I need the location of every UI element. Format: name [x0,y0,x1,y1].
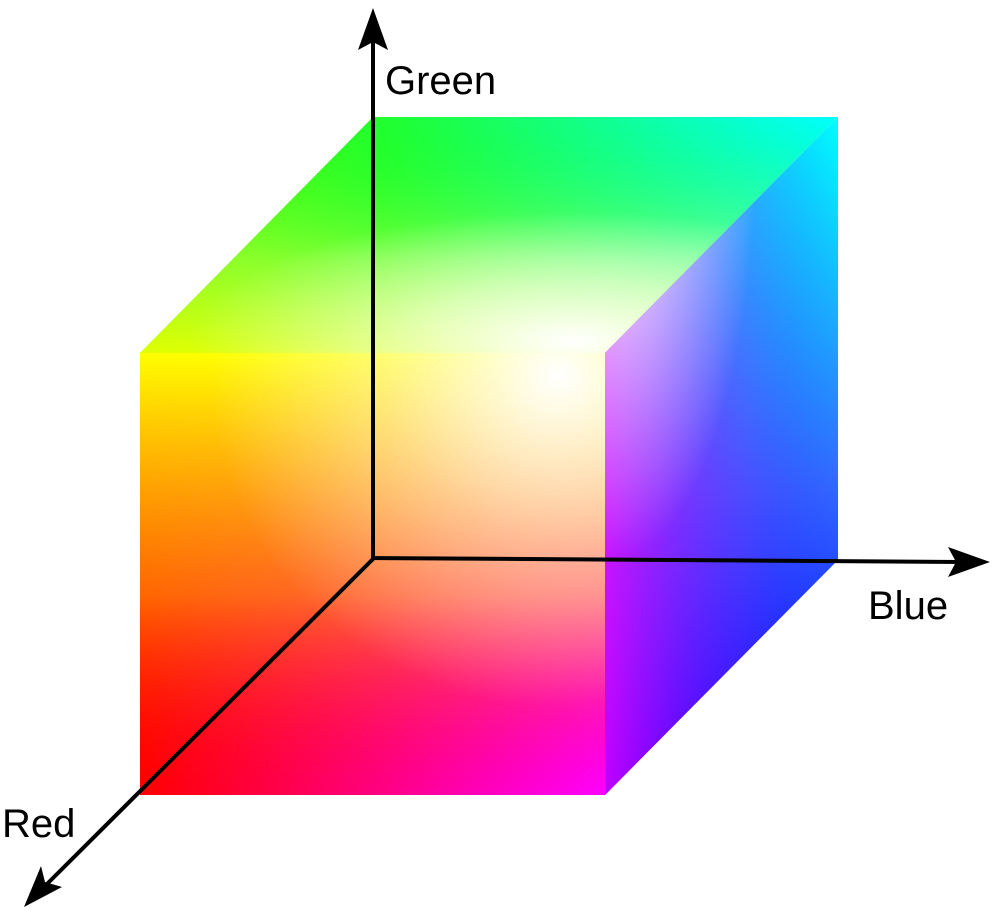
cube-top-face-highlight [140,117,838,353]
cube-right-face-highlight [605,117,838,795]
red-axis-label: Red [2,802,75,846]
green-axis-label: Green [385,59,496,103]
red-axis-arrow-icon [24,866,62,907]
green-axis-arrow-icon [358,8,388,50]
blue-axis-arrow-icon [948,547,990,577]
axes: Green Blue Red [2,8,990,907]
rgb-cube [140,117,838,795]
blue-axis-line [370,556,961,564]
blue-axis-label: Blue [868,584,948,628]
red-axis-line [43,556,376,888]
